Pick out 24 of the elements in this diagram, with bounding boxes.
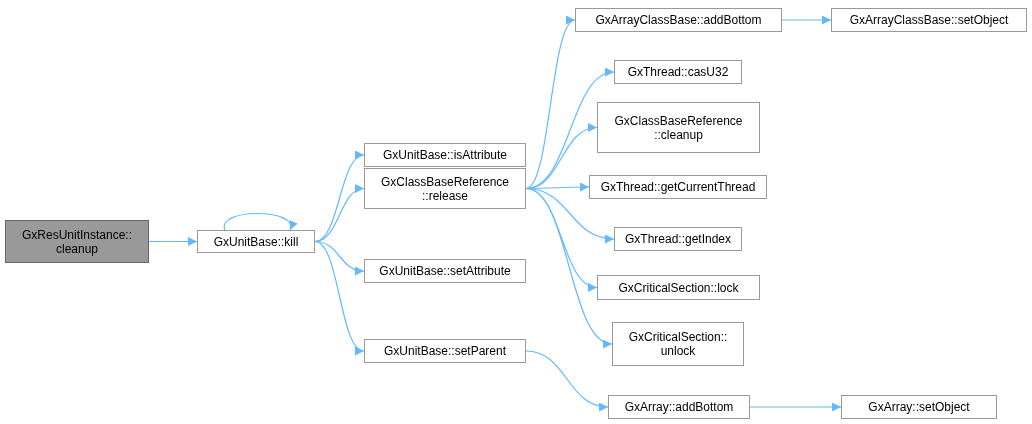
arrow: [525, 350, 609, 411]
function-box: GxUnitBase::setAttribute: [364, 259, 526, 283]
function-box: GxArrayClassBase::setObject: [831, 8, 1027, 32]
arrow: [525, 19, 576, 190]
function-box: GxResUnitInstance:: cleanup: [5, 220, 149, 263]
function-box: GxCriticalSection:: unlock: [612, 322, 744, 366]
function-box: GxClassBaseReference ::cleanup: [597, 102, 760, 153]
function-box: GxUnitBase::isAttribute: [364, 143, 526, 167]
function-box: GxArray::addBottom: [608, 395, 750, 419]
function-box: GxThread::getCurrentThread: [589, 175, 767, 199]
function-box: GxThread::casU32: [614, 60, 742, 84]
function-box: GxArray::setObject: [841, 395, 997, 419]
arrow: [223, 212, 296, 231]
function-box: GxClassBaseReference ::release: [364, 168, 526, 209]
function-box: GxUnitBase::setParent: [364, 339, 526, 363]
arrow: [781, 15, 832, 25]
function-box: GxArrayClassBase::addBottom: [575, 8, 782, 32]
arrow: [525, 187, 613, 346]
arrow: [749, 402, 842, 412]
function-box: GxUnitBase::kill: [197, 230, 315, 253]
arrow: [148, 237, 198, 246]
function-box: GxThread::getIndex: [614, 227, 742, 251]
arrow: [314, 153, 365, 243]
function-box: GxCriticalSection::lock: [597, 275, 760, 300]
